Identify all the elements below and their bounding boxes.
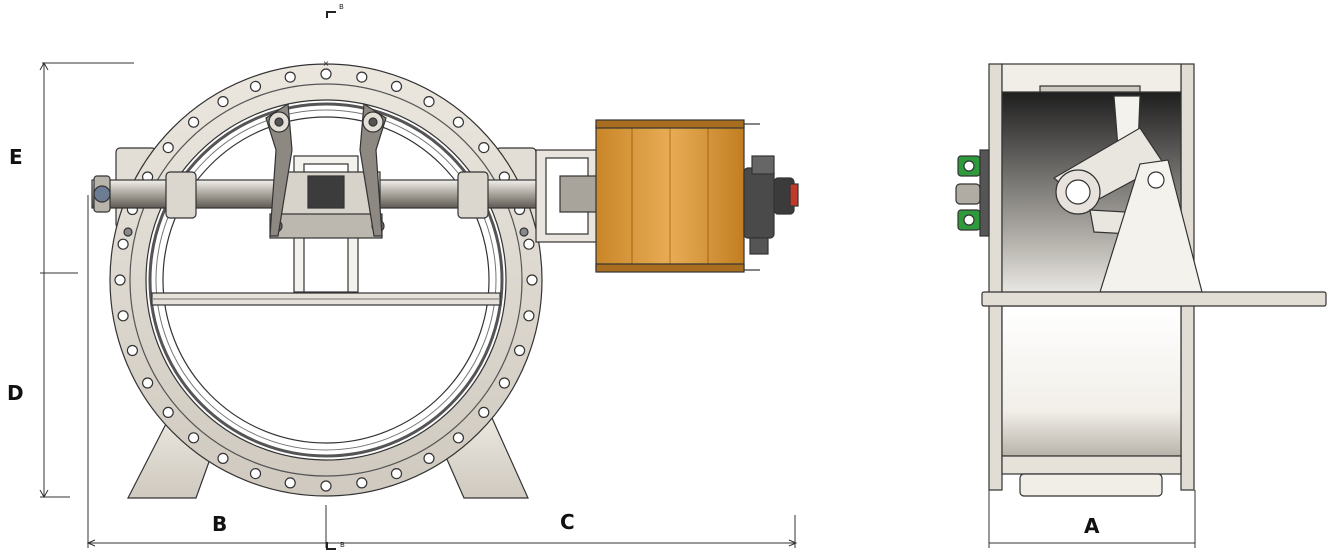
bolt-hole [390,80,403,93]
bolt-hole [478,142,490,154]
bolt-hole [217,452,229,464]
bolt-hole [320,68,332,80]
bolt-hole [390,468,403,480]
bolt-hole [498,377,510,389]
section-arrow-top [326,11,336,18]
bolt-hole [526,274,538,286]
dimension-label-c: C [560,510,575,534]
bolt-hole [523,238,535,250]
bolt-hole [423,452,435,464]
section-label-bottom: B [340,541,345,549]
dimension-lines [39,61,1196,548]
bolt-hole [249,80,262,93]
bolt-hole [452,116,464,128]
dimension-label-a: A [1084,514,1100,538]
bolt-hole [284,71,296,83]
bolt-hole [117,238,129,250]
bolt-hole [423,95,435,108]
bolt-hole [249,468,262,480]
bolt-hole [188,116,200,128]
bolt-hole [284,477,296,489]
bolt-hole [117,310,129,322]
bolt-hole [356,477,368,489]
dimension-label-b: B [212,512,228,536]
bolt-hole [478,406,490,418]
bolt-hole [188,432,200,444]
valve-side-view [955,63,1327,497]
bolt-hole [114,274,126,286]
disc-plate [981,291,1327,307]
bolt-hole [162,142,174,154]
bolt-hole [217,95,229,108]
dimension-label-e: E [9,145,23,169]
svg-text:×: × [323,59,330,68]
bolt-hole [162,406,174,418]
section-label-top: B [339,3,344,11]
bolt-hole [513,344,526,357]
bolt-hole [356,71,368,83]
bolt-hole [452,432,464,444]
bolt-hole [126,344,138,357]
valve-front-view [91,63,799,499]
section-arrow-bottom [326,542,336,550]
bolt-hole [523,310,535,322]
dimension-label-d: D [7,381,24,405]
bolt-hole [142,377,154,389]
bolt-hole [320,480,332,492]
